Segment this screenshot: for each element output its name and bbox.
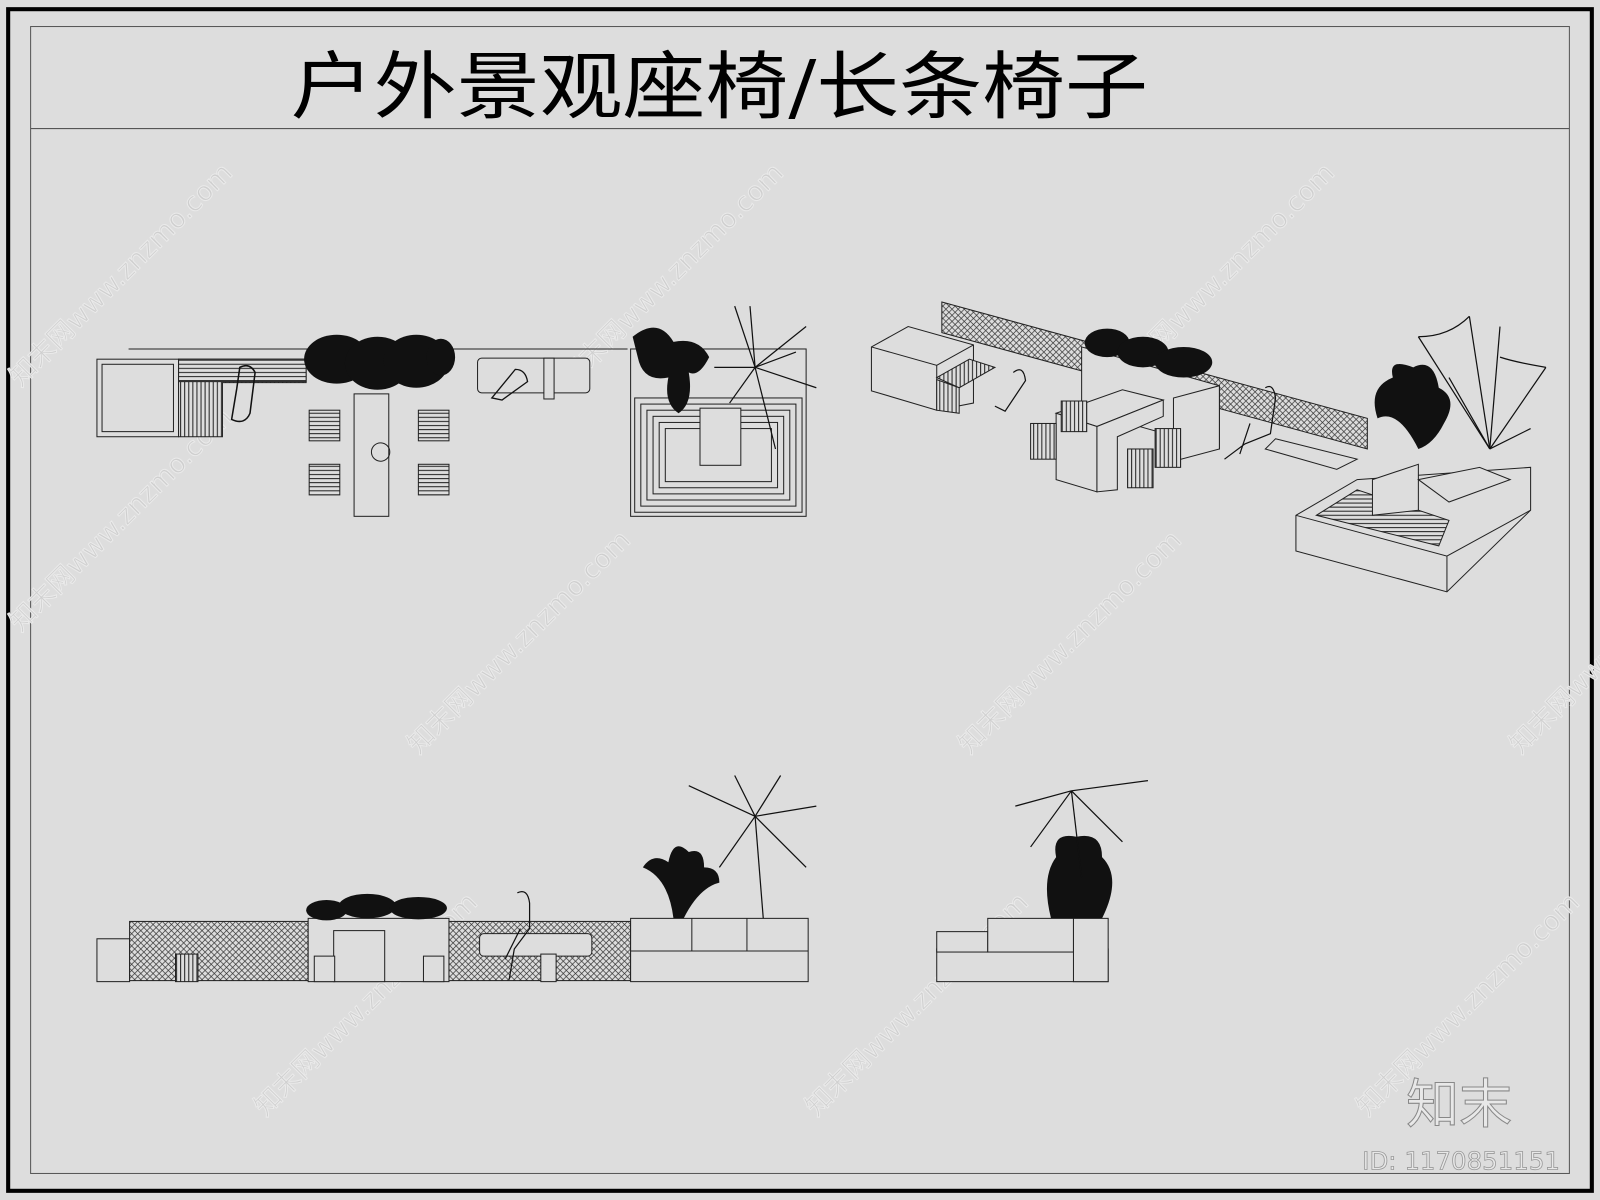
watermark-text: 知末网www.znzmo.com xyxy=(3,402,238,637)
plan-view xyxy=(96,305,817,517)
watermark-text: 知末网www.znzmo.com xyxy=(3,157,238,392)
palm-tree-plan-icon xyxy=(632,305,817,450)
shrub-iso-icon xyxy=(1084,328,1213,378)
person-plan-icon xyxy=(230,364,256,423)
outer-frame xyxy=(6,7,1594,1193)
person-seated-elevation-icon xyxy=(504,890,531,980)
shrub-elevation-icon xyxy=(306,893,447,921)
side-elevation xyxy=(936,780,1149,983)
asset-id: ID: 1170851151 xyxy=(1362,1146,1560,1175)
person-seated-iso-icon xyxy=(994,369,1277,460)
watermark-text: 知末网www.znzmo.com xyxy=(952,525,1187,760)
palm-tree-elevation-icon xyxy=(642,775,817,919)
brand-logo: 知末 xyxy=(1406,1073,1512,1135)
drawing-title: 户外景观座椅/长条椅子 xyxy=(291,45,1148,130)
watermark-text: 知末网www.znzmo.com xyxy=(1503,525,1600,760)
watermark-text: 知末网www.znzmo.com xyxy=(401,525,636,760)
inner-frame xyxy=(30,26,1570,1174)
palm-tree-side-icon xyxy=(1015,780,1149,919)
isometric-view xyxy=(870,301,1547,593)
front-elevation xyxy=(96,775,817,983)
shrub-plan-icon xyxy=(304,334,456,390)
palm-tree-iso-icon xyxy=(1374,315,1547,450)
